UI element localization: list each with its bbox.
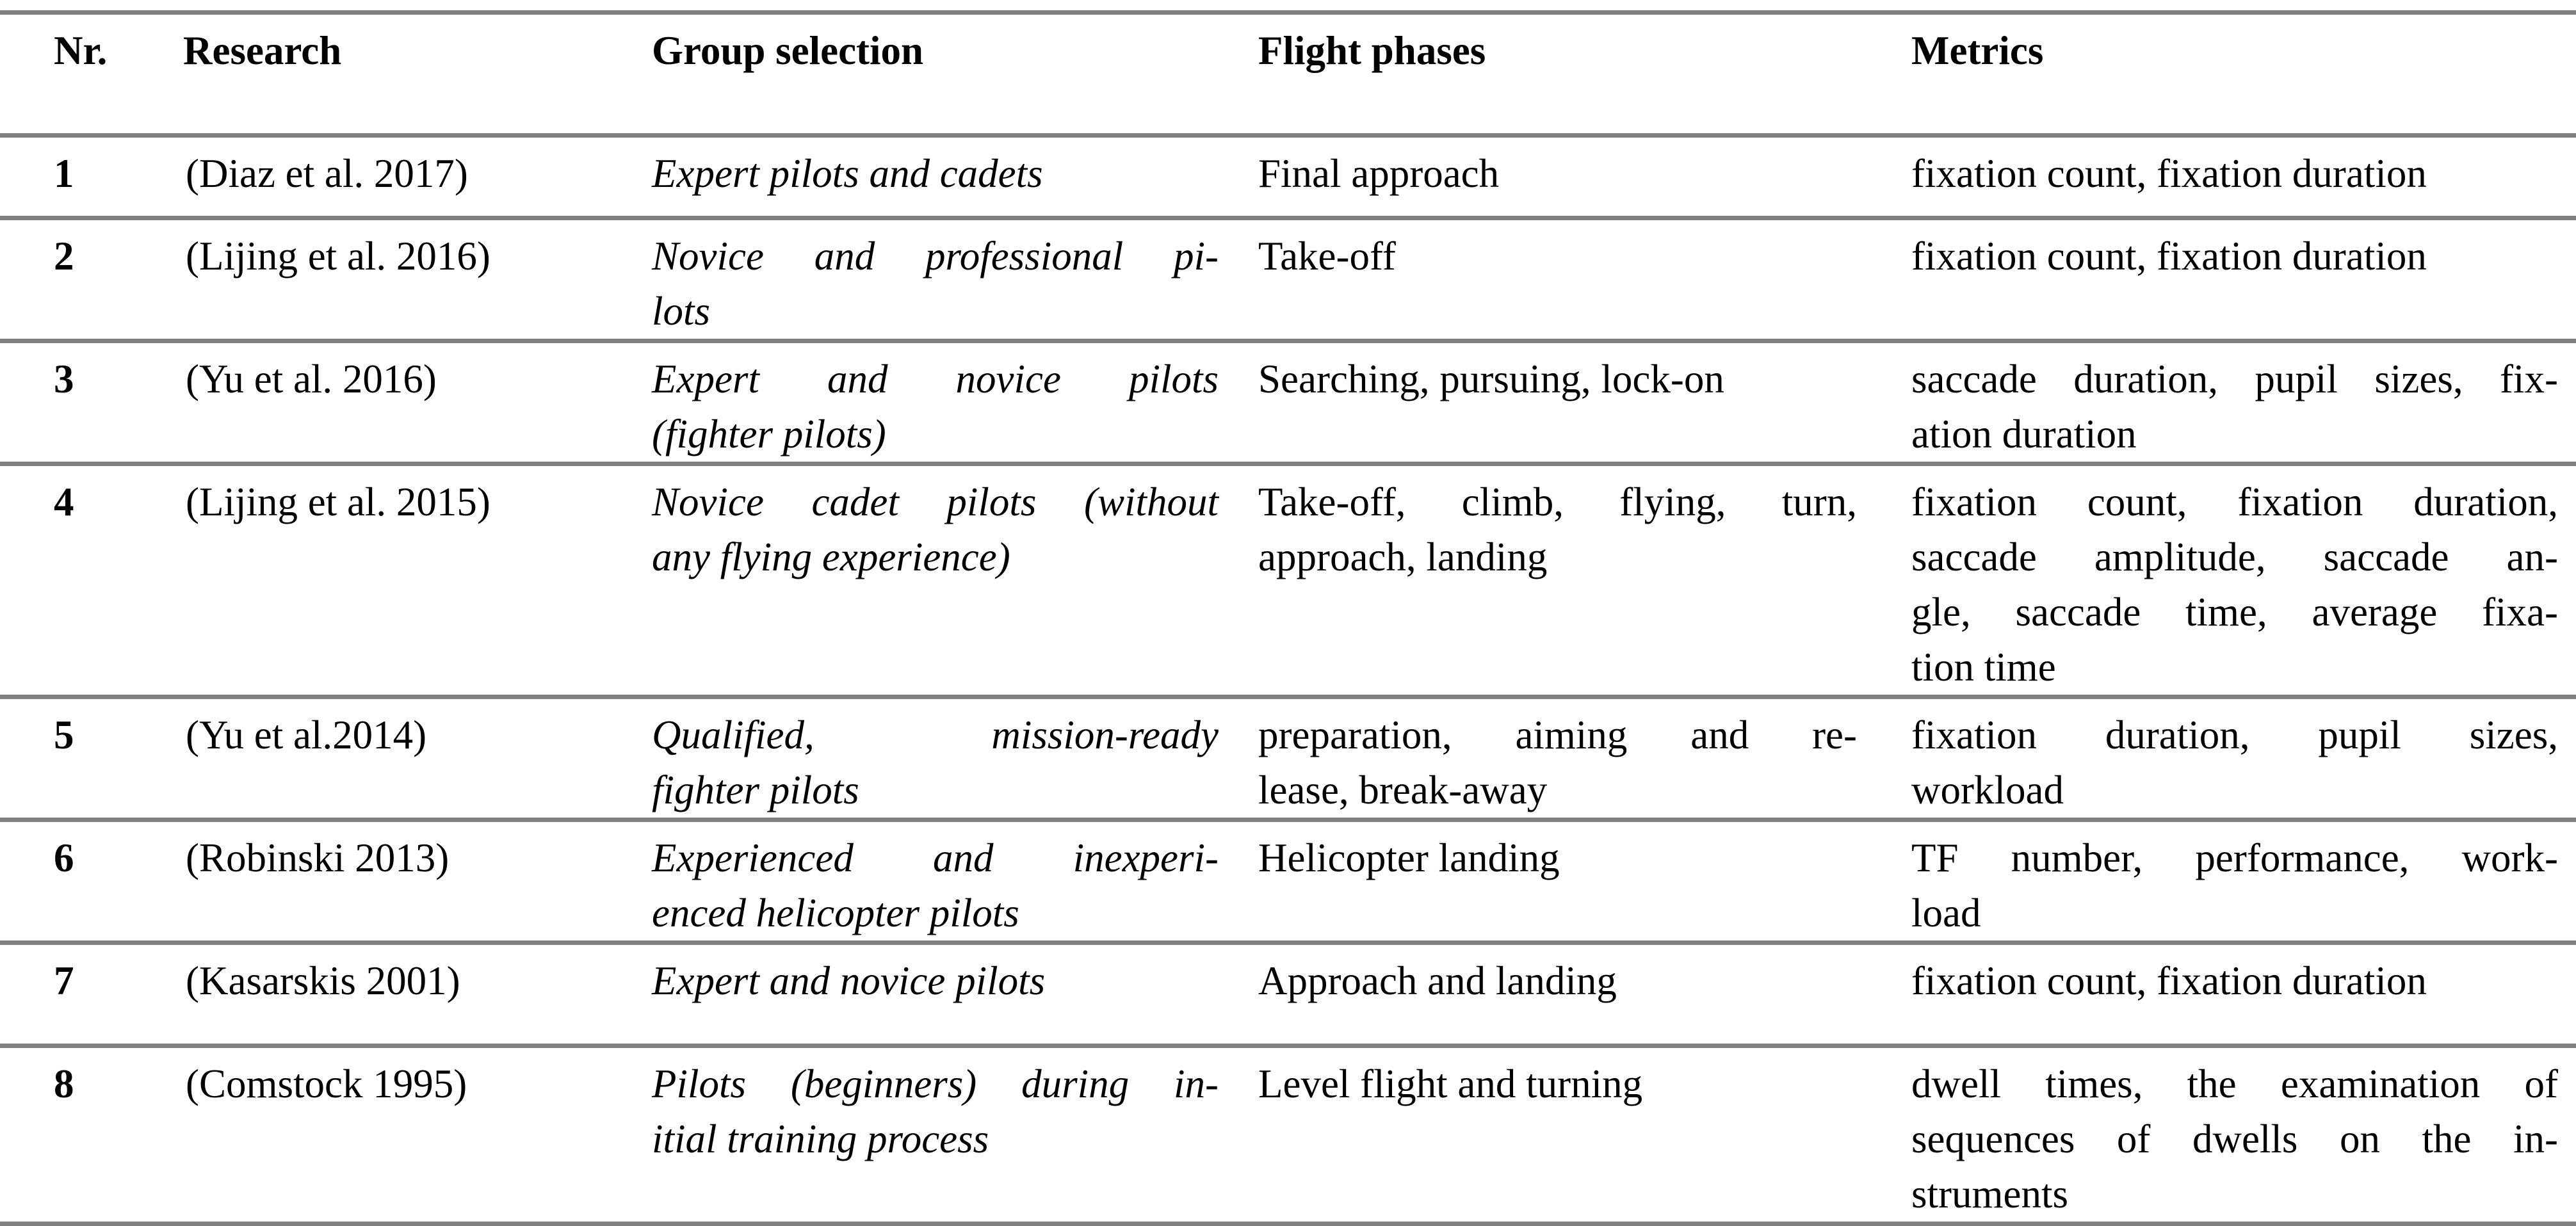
text-line: Pilots (beginners) during in-	[652, 1061, 1219, 1106]
row-number-cell: 6	[54, 835, 74, 880]
table-row: 7 (Kasarskis 2001) Expert and novice pilot…	[0, 943, 2576, 1046]
text-line: itial training process	[652, 1117, 989, 1161]
text-line: Expert pilots and cadets	[652, 151, 1043, 196]
text-line: sequences of dwells on the in-	[1911, 1117, 2558, 1161]
table-body: 1 (Diaz et al. 2017) Expert pilots and cad…	[0, 136, 2576, 1224]
metrics-cell: fixation duration, pupil sizes, workload	[1911, 697, 2576, 820]
research-cell: (Robinski 2013)	[186, 835, 450, 880]
flight-phases-cell: Approach and landing	[1258, 943, 1911, 1046]
text-line: fixation duration, pupil sizes,	[1911, 713, 2558, 757]
group-selection-cell: Qualified, mission-ready fighter pilots	[652, 697, 1258, 820]
group-selection-cell: Novice cadet pilots (without any flying e…	[652, 464, 1258, 697]
metrics-cell: fixation count, fixation duration	[1911, 136, 2576, 218]
flight-phases-cell: Searching, pursuing, lock-on	[1258, 341, 1911, 464]
group-selection-cell: Expert pilots and cadets	[652, 136, 1258, 218]
table-row: 6 (Robinski 2013) Experienced and inexperi…	[0, 820, 2576, 943]
text-line: Approach and landing	[1258, 958, 1617, 1003]
table-row: 2 (Lijing et al. 2016) Novice and professi…	[0, 218, 2576, 341]
text-line: fixation count, fixation duration,	[1911, 480, 2558, 524]
metrics-cell: dwell times, the examination of sequences…	[1911, 1046, 2576, 1224]
research-cell: (Diaz et al. 2017)	[186, 151, 468, 196]
research-cell: (Lijing et al. 2016)	[186, 234, 490, 278]
text-line: saccade amplitude, saccade an-	[1911, 535, 2558, 579]
group-selection-cell: Novice and professional pi-lots	[652, 218, 1258, 341]
research-cell: (Lijing et al. 2015)	[186, 480, 490, 524]
text-line: fixation count, fixation duration	[1911, 234, 2427, 278]
metrics-cell: saccade duration, pupil sizes, fix-ation…	[1911, 341, 2576, 464]
group-selection-cell: Experienced and inexperi-enced helicopte…	[652, 820, 1258, 943]
table-row: 4 (Lijing et al. 2015) Novice cadet pilots…	[0, 464, 2576, 697]
text-line: Expert and novice pilots	[652, 958, 1046, 1003]
research-cell: (Kasarskis 2001)	[186, 958, 460, 1003]
flight-phases-cell: Take-off, climb, flying, turn, approach, …	[1258, 464, 1911, 697]
text-line: Searching, pursuing, lock-on	[1258, 357, 1724, 401]
row-number-cell: 4	[54, 480, 74, 524]
group-selection-cell: Expert and novice pilots	[652, 943, 1258, 1046]
column-header-group-selection: Group selection	[652, 28, 924, 73]
group-selection-cell: Expert and novice pilots (fighter pilots)	[652, 341, 1258, 464]
text-line: gle, saccade time, average fixa-	[1911, 590, 2558, 634]
text-line: ation duration	[1911, 412, 2137, 456]
flight-phases-cell: Take-off	[1258, 218, 1911, 341]
text-line: preparation, aiming and re-	[1258, 713, 1857, 757]
metrics-cell: fixation count, fixation duration	[1911, 218, 2576, 341]
flight-phases-cell: Final approach	[1258, 136, 1911, 218]
text-line: Novice and professional pi-	[652, 234, 1219, 278]
row-number-cell: 8	[54, 1061, 74, 1106]
text-line: Take-off	[1258, 234, 1396, 278]
text-line: lots	[652, 289, 711, 334]
text-line: any flying experience)	[652, 535, 1010, 579]
row-number-cell: 5	[54, 713, 74, 757]
row-number-cell: 3	[54, 357, 74, 401]
text-line: load	[1911, 891, 1981, 935]
research-cell: (Comstock 1995)	[186, 1061, 467, 1106]
group-selection-cell: Pilots (beginners) during in-itial train…	[652, 1046, 1258, 1224]
flight-phases-cell: preparation, aiming and re-lease, break-…	[1258, 697, 1911, 820]
flight-phases-cell: Level flight and turning	[1258, 1046, 1911, 1224]
row-number-cell: 2	[54, 234, 74, 278]
text-line: fixation count, fixation duration	[1911, 151, 2427, 196]
text-line: Qualified, mission-ready	[652, 713, 1219, 757]
text-line: Level flight and turning	[1258, 1061, 1643, 1106]
table-row: 1 (Diaz et al. 2017) Expert pilots and cad…	[0, 136, 2576, 218]
text-line: dwell times, the examination of	[1911, 1061, 2558, 1106]
text-line: workload	[1911, 768, 2064, 812]
metrics-cell: fixation count, fixation duration	[1911, 943, 2576, 1046]
table-header: Nr. Research Group selection Flight phas…	[0, 13, 2576, 136]
text-line: fixation count, fixation duration	[1911, 958, 2427, 1003]
row-number-cell: 7	[54, 958, 74, 1003]
text-line: Experienced and inexperi-	[652, 835, 1219, 880]
text-line: Helicopter landing	[1258, 835, 1560, 880]
text-line: enced helicopter pilots	[652, 891, 1019, 935]
column-header-metrics: Metrics	[1911, 28, 2044, 73]
header-row: Nr. Research Group selection Flight phas…	[0, 13, 2576, 136]
text-line: Final approach	[1258, 151, 1500, 196]
table-row: 8 (Comstock 1995) Pilots (beginners) durin…	[0, 1046, 2576, 1224]
text-line: approach, landing	[1258, 535, 1548, 579]
text-line: Take-off, climb, flying, turn,	[1258, 480, 1857, 524]
flight-phases-cell: Helicopter landing	[1258, 820, 1911, 943]
text-line: tion time	[1911, 645, 2056, 690]
text-line: fighter pilots	[652, 768, 859, 812]
column-header-research: Research	[183, 28, 342, 73]
text-line: saccade duration, pupil sizes, fix-	[1911, 357, 2558, 401]
research-cell: (Yu et al.2014)	[186, 713, 427, 757]
row-number-cell: 1	[54, 151, 74, 196]
text-line: struments	[1911, 1172, 2068, 1216]
text-line: TF number, performance, work-	[1911, 835, 2558, 880]
text-line: Novice cadet pilots (without	[652, 480, 1219, 524]
text-line: Expert and novice pilots	[652, 357, 1219, 401]
metrics-cell: fixation count, fixation duration, saccad…	[1911, 464, 2576, 697]
column-header-flight-phases: Flight phases	[1258, 28, 1486, 73]
table-row: 3 (Yu et al. 2016) Expert and novice pilot…	[0, 341, 2576, 464]
research-cell: (Yu et al. 2016)	[186, 357, 437, 401]
table-row: 5 (Yu et al.2014) Qualified, mission-ready…	[0, 697, 2576, 820]
metrics-cell: TF number, performance, work-load	[1911, 820, 2576, 943]
text-line: (fighter pilots)	[652, 412, 886, 456]
text-line: lease, break-away	[1258, 768, 1548, 812]
pilot-eye-tracking-studies-table: Nr. Research Group selection Flight phas…	[0, 10, 2576, 1226]
column-header-nr: Nr.	[54, 28, 108, 73]
